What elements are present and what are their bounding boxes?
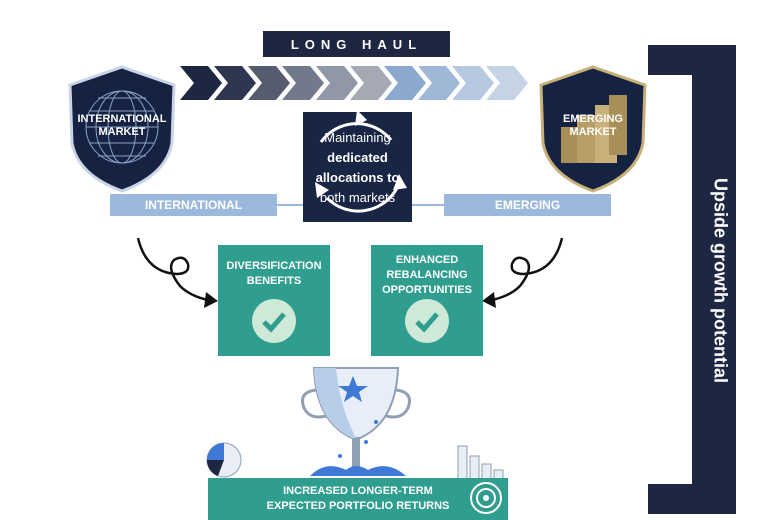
rebalancing-line2: REBALANCING xyxy=(386,269,468,281)
international-market-line2: MARKET xyxy=(98,126,146,138)
upside-bracket xyxy=(648,45,736,514)
footer-line1: INCREASED LONGER-TERM xyxy=(283,485,433,497)
connector-left xyxy=(277,204,303,206)
long-haul-title: LONG HAUL xyxy=(290,36,423,52)
rebalancing-box: ENHANCED REBALANCING OPPORTUNITIES xyxy=(371,245,483,356)
international-market-label: INTERNATIONAL MARKET xyxy=(66,113,178,139)
globe-icon xyxy=(85,90,159,164)
buildings-icon xyxy=(561,95,627,163)
connector-right xyxy=(412,204,444,206)
rebalancing-line1: ENHANCED xyxy=(395,254,459,266)
long-haul-banner: LONG HAUL xyxy=(263,31,450,57)
target-icon xyxy=(470,482,502,514)
check-icon-2 xyxy=(405,299,449,343)
footer-box: INCREASED LONGER-TERM EXPECTED PORTFOLIO… xyxy=(208,478,508,520)
curly-arrow-icon-right xyxy=(482,237,564,308)
emerging-market-line2: MARKET xyxy=(569,126,617,138)
pie-chart-icon xyxy=(206,442,242,478)
center-line4: both markets xyxy=(319,190,396,205)
chevron-arrows-icon xyxy=(180,66,528,100)
cycle-arrows-icon xyxy=(315,112,407,213)
center-text: Maintaining dedicated allocations to bot… xyxy=(303,128,412,208)
diversification-line1: DIVERSIFICATION xyxy=(226,260,322,272)
rebalancing-line3: OPPORTUNITIES xyxy=(382,284,472,296)
emerging-bar-label: EMERGING xyxy=(494,198,561,212)
international-shield xyxy=(68,65,176,193)
check-icon xyxy=(252,299,296,343)
center-box xyxy=(303,112,412,222)
footer-line2: EXPECTED PORTFOLIO RETURNS xyxy=(266,500,450,512)
diversification-box: DIVERSIFICATION BENEFITS xyxy=(218,245,330,356)
upside-label-text: Upside growth potential xyxy=(710,177,731,383)
international-bar: INTERNATIONAL xyxy=(110,194,277,216)
bar-chart-icon xyxy=(457,445,504,480)
international-bar-label: INTERNATIONAL xyxy=(144,198,243,212)
diversification-line2: BENEFITS xyxy=(246,275,302,287)
center-line2: dedicated xyxy=(327,150,388,165)
international-market-line1: INTERNATIONAL xyxy=(77,113,167,125)
center-line1: Maintaining xyxy=(324,130,391,145)
upside-label: Upside growth potential xyxy=(692,60,748,500)
trophy-icon xyxy=(301,367,411,476)
center-line3: allocations to xyxy=(315,170,400,185)
curly-arrow-icon xyxy=(136,237,218,308)
emerging-market-label: EMERGING MARKET xyxy=(537,113,649,139)
emerging-shield xyxy=(539,65,647,193)
emerging-market-line1: EMERGING xyxy=(563,113,623,125)
emerging-bar: EMERGING xyxy=(444,194,611,216)
